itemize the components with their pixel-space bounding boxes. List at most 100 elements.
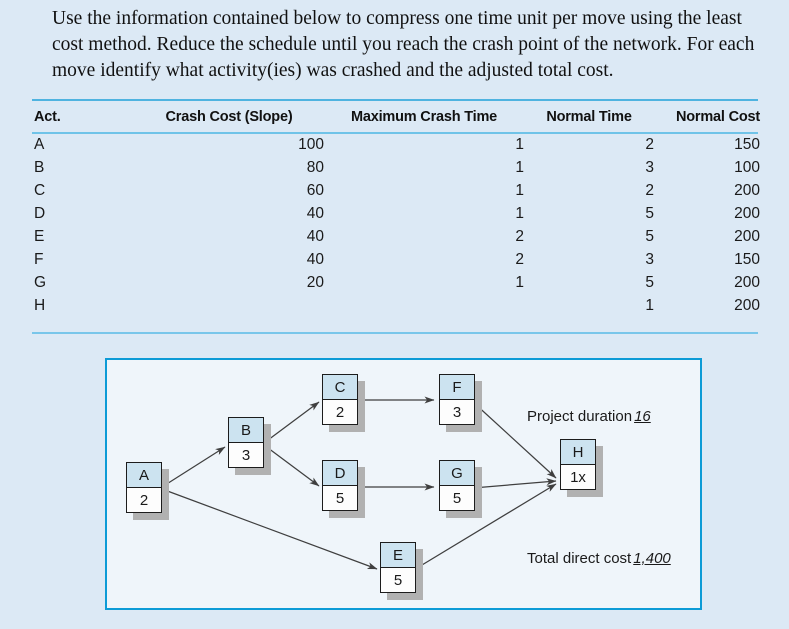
node-duration: 2: [323, 400, 357, 424]
table-header-row: Act. Crash Cost (Slope) Maximum Crash Ti…: [32, 101, 762, 132]
cell-act: H: [34, 297, 46, 314]
cell-crash-cost: 60: [306, 182, 324, 199]
question-prompt: Use the information contained below to c…: [52, 8, 755, 81]
node-label: H: [561, 440, 595, 465]
cell-crash-cost: 40: [306, 228, 324, 245]
node-box: D 5: [322, 460, 358, 511]
node-duration: 1x: [561, 465, 595, 489]
network-diagram-panel: A 2 B 3 C 2 D 5 E 5 F 3: [105, 358, 702, 610]
cell-normal-cost: 200: [734, 182, 760, 199]
node-label: F: [440, 375, 474, 400]
cell-normal-time: 5: [645, 228, 654, 245]
node-label: B: [229, 418, 263, 443]
diagram-node-b[interactable]: B 3: [228, 417, 271, 475]
cell-crash-cost: 40: [306, 205, 324, 222]
cell-max-crash: 1: [515, 274, 524, 291]
col-header-max-crash: Maximum Crash Time: [350, 109, 498, 125]
node-duration: 3: [440, 400, 474, 424]
cell-max-crash: [324, 295, 524, 318]
cell-act: C: [34, 182, 46, 199]
table-top-rule: [32, 99, 758, 101]
cell-max-crash: 1: [515, 159, 524, 176]
node-label: G: [440, 461, 474, 486]
node-duration: 3: [229, 443, 263, 467]
table-row: E 40 2 5 200: [32, 226, 762, 249]
node-label: A: [127, 463, 161, 488]
node-box: E 5: [380, 542, 416, 593]
cell-normal-cost: 200: [734, 297, 760, 314]
cell-normal-time: 1: [645, 297, 654, 314]
cell-act: G: [34, 274, 47, 291]
project-duration-value: 16: [634, 408, 651, 425]
cell-normal-cost: 150: [734, 136, 760, 153]
diagram-node-h[interactable]: H 1x: [560, 439, 603, 497]
cell-crash-cost: 100: [298, 136, 324, 153]
table-row: D 40 1 5 200: [32, 203, 762, 226]
col-header-act: Act.: [34, 109, 61, 125]
project-duration-label: Project duration: [527, 408, 633, 425]
cell-normal-time: 3: [645, 251, 654, 268]
diagram-edges: [161, 396, 557, 570]
cell-normal-cost: 100: [734, 159, 760, 176]
node-label: D: [323, 461, 357, 486]
cell-max-crash: 2: [515, 228, 524, 245]
node-box: A 2: [126, 462, 162, 513]
cell-normal-time: 2: [645, 182, 654, 199]
table-row: C 60 1 2 200: [32, 180, 762, 203]
node-box: C 2: [322, 374, 358, 425]
col-header-normal-cost: Normal Cost: [675, 109, 760, 125]
table-header: Act. Crash Cost (Slope) Maximum Crash Ti…: [32, 101, 762, 132]
table-row: G 20 1 5 200: [32, 272, 762, 295]
diagram-node-d[interactable]: D 5: [322, 460, 365, 518]
table-header-rule: [32, 132, 758, 134]
diagram-node-c[interactable]: C 2: [322, 374, 365, 432]
table-row: H 1 200: [32, 295, 762, 318]
diagram-node-a[interactable]: A 2: [126, 462, 169, 520]
table-bottom-rule: [32, 332, 758, 334]
table: Act. Crash Cost (Slope) Maximum Crash Ti…: [32, 101, 762, 132]
node-duration: 5: [323, 486, 357, 510]
cell-crash-cost: 20: [306, 274, 324, 291]
node-box: G 5: [439, 460, 475, 511]
diagram-node-f[interactable]: F 3: [439, 374, 482, 432]
cell-act: B: [34, 159, 45, 176]
cell-crash-cost: [134, 295, 324, 318]
cell-normal-cost: 200: [734, 205, 760, 222]
diagram-node-g[interactable]: G 5: [439, 460, 482, 518]
cell-act: F: [34, 251, 44, 268]
cell-max-crash: 1: [515, 182, 524, 199]
col-header-crash-cost: Crash Cost (Slope): [165, 109, 293, 125]
node-box: F 3: [439, 374, 475, 425]
cell-normal-cost: 150: [734, 251, 760, 268]
node-label: C: [323, 375, 357, 400]
crash-cost-table: Act. Crash Cost (Slope) Maximum Crash Ti…: [32, 99, 760, 318]
cell-normal-time: 3: [645, 159, 654, 176]
diagram-node-e[interactable]: E 5: [380, 542, 423, 600]
total-direct-cost-value: 1,400: [633, 550, 671, 567]
col-header-normal-time: Normal Time: [546, 109, 632, 125]
node-box: B 3: [228, 417, 264, 468]
node-box: H 1x: [560, 439, 596, 490]
cell-normal-time: 5: [645, 205, 654, 222]
node-duration: 5: [381, 568, 415, 592]
node-label: E: [381, 543, 415, 568]
table-row: B 80 1 3 100: [32, 157, 762, 180]
cell-max-crash: 1: [515, 205, 524, 222]
cell-normal-time: 2: [645, 136, 654, 153]
cell-normal-cost: 200: [734, 228, 760, 245]
cell-act: D: [34, 205, 46, 222]
cell-crash-cost: 80: [306, 159, 324, 176]
node-duration: 2: [127, 488, 161, 512]
cell-crash-cost: 40: [306, 251, 324, 268]
node-duration: 5: [440, 486, 474, 510]
cell-normal-time: 5: [645, 274, 654, 291]
cell-act: E: [34, 228, 45, 245]
cell-max-crash: 1: [515, 136, 524, 153]
cell-normal-cost: 200: [734, 274, 760, 291]
total-direct-cost-label: Total direct cost: [527, 550, 632, 567]
